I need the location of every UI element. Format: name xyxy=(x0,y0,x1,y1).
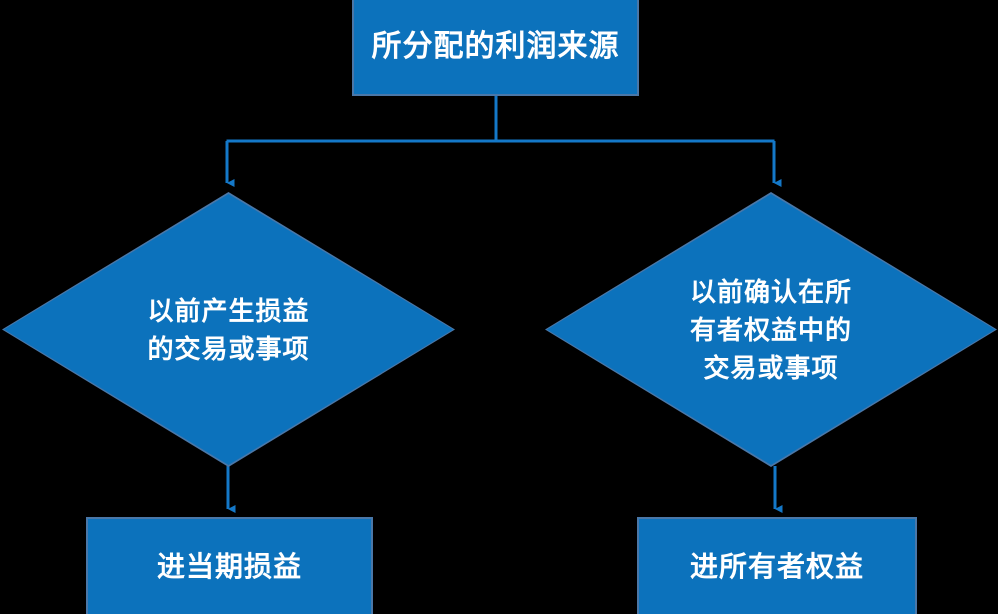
node-into-current-profit-loss[interactable]: 进当期损益 xyxy=(86,517,373,614)
node-into-owners-equity[interactable]: 进所有者权益 xyxy=(637,517,917,614)
node-profit-source-label: 所分配的利润来源 xyxy=(371,30,620,63)
node-prior-equity-recognized-transaction-label: 以前确认在所 有者权益中的 交易或事项 xyxy=(689,276,852,383)
node-prior-profit-loss-transaction-label: 以前产生损益 的交易或事项 xyxy=(147,295,310,364)
edge-top-to-split xyxy=(226,94,775,143)
node-into-owners-equity-label: 进所有者权益 xyxy=(689,550,864,582)
node-profit-source[interactable]: 所分配的利润来源 xyxy=(352,0,639,96)
node-into-current-profit-loss-label: 进当期损益 xyxy=(156,550,302,582)
node-prior-equity-recognized-transaction[interactable]: 以前确认在所 有者权益中的 交易或事项 xyxy=(545,192,997,467)
node-prior-profit-loss-transaction[interactable]: 以前产生损益 的交易或事项 xyxy=(2,192,455,467)
